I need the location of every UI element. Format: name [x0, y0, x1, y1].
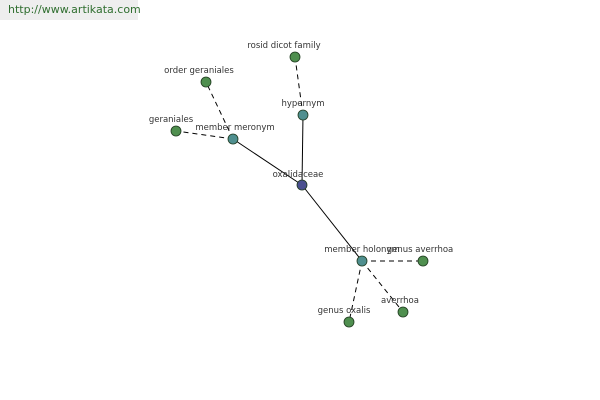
edge-member-meronym-order-geraniales — [205, 81, 234, 140]
label-order-geraniales[interactable]: order geraniales — [164, 66, 234, 76]
label-hypernym[interactable]: hypernym — [281, 99, 324, 109]
label-oxalidaceae[interactable]: oxalidaceae — [273, 170, 324, 180]
source-url-text[interactable]: http://www.artikata.com — [8, 3, 141, 16]
node-member-holonym[interactable] — [356, 255, 368, 267]
edge-oxalidaceae-hypernym — [301, 114, 304, 186]
nodes-layer — [170, 51, 429, 328]
edge-member-holonym-genus-oxalis — [348, 260, 363, 323]
node-genus-oxalis[interactable] — [343, 316, 355, 328]
edge-oxalidaceae-member-meronym — [232, 138, 303, 186]
labels-layer: order geraniales geraniales rosid dicot fa… — [149, 41, 453, 316]
label-averrhoa[interactable]: averrhoa — [381, 296, 419, 306]
edges-layer — [175, 56, 423, 323]
label-genus-oxalis[interactable]: genus oxalis — [318, 306, 371, 316]
node-member-meronym[interactable] — [227, 133, 239, 145]
node-genus-averrhoa[interactable] — [417, 255, 429, 267]
node-rosid-dicot-family[interactable] — [289, 51, 301, 63]
edge-oxalidaceae-member-holonym — [301, 184, 363, 262]
node-order-geraniales[interactable] — [200, 76, 212, 88]
node-oxalidaceae[interactable] — [296, 179, 308, 191]
label-genus-averrhoa[interactable]: genus averrhoa — [387, 245, 454, 255]
edge-member-meronym-geraniales — [175, 130, 234, 140]
label-member-meronym[interactable]: member meronym — [195, 123, 274, 133]
source-url-banner[interactable]: http://www.artikata.com — [0, 0, 141, 20]
node-geraniales[interactable] — [170, 125, 182, 137]
node-hypernym[interactable] — [297, 109, 309, 121]
label-member-holonym[interactable]: member holonym — [324, 245, 399, 255]
label-geraniales[interactable]: geraniales — [149, 115, 194, 125]
node-averrhoa[interactable] — [397, 306, 409, 318]
edge-hypernym-rosid-dicot-family — [294, 56, 304, 116]
edge-member-holonym-averrhoa — [361, 260, 404, 313]
label-rosid-dicot-family[interactable]: rosid dicot family — [247, 41, 320, 51]
